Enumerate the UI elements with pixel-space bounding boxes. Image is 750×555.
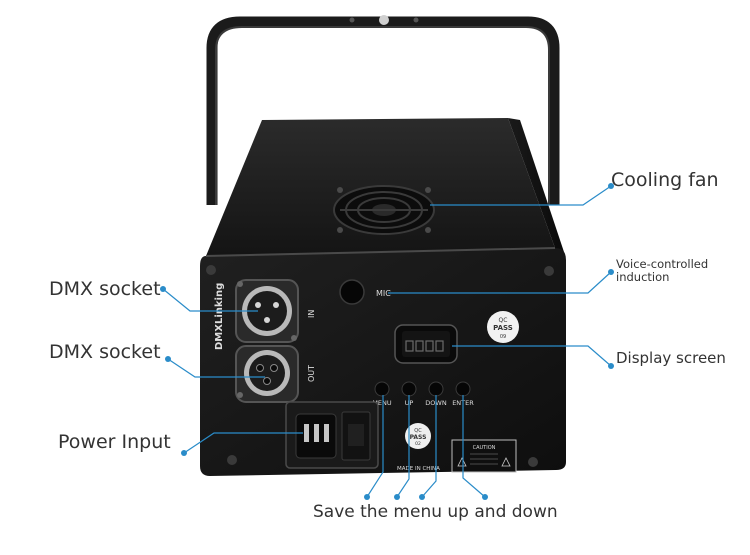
up-button: [401, 381, 417, 397]
power-input-label: Power Input: [58, 431, 171, 453]
out-label: OUT: [307, 365, 316, 382]
brand-vertical-label: DMXLinking: [214, 283, 225, 350]
voice-controlled-line2: induction: [616, 270, 670, 285]
callout-lines: [162, 185, 612, 498]
cooling-fan-label: Cooling fan: [611, 169, 719, 191]
caution-text: CAUTION: [473, 445, 496, 451]
buttons-label: Save the menu up and down: [313, 502, 558, 522]
qc-pass-sticker: QC PASS 09: [487, 311, 519, 343]
microphone: [339, 279, 365, 305]
dmx-out-socket: [235, 345, 299, 403]
display-screen: [394, 324, 458, 364]
qc2-top: QC: [414, 428, 422, 434]
dmx-out-label: DMX socket: [49, 341, 161, 363]
enter-button: [455, 381, 471, 397]
cooling-fan-grill: [333, 185, 435, 235]
voice-controlled-label: Voice-controlled induction: [616, 257, 709, 285]
power-inlet: [285, 401, 379, 469]
callout-dots: [160, 183, 614, 500]
display-screen-label: Display screen: [616, 349, 726, 367]
qc-num: 09: [500, 334, 506, 340]
in-label: IN: [307, 310, 316, 318]
menu-button: [374, 381, 390, 397]
qc2-mid: PASS: [410, 434, 427, 441]
mic-label: MIC: [376, 289, 391, 298]
qc-mid: PASS: [493, 324, 513, 332]
voice-controlled-line1: Voice-controlled: [616, 257, 709, 271]
caution-label: CAUTION: [451, 439, 517, 473]
control-buttons: [374, 381, 471, 397]
mounting-bracket: [206, 15, 560, 205]
qc-top: QC: [499, 317, 508, 324]
down-button: [428, 381, 444, 397]
dmx-in-label: DMX socket: [49, 278, 161, 300]
dmx-in-socket: [235, 279, 299, 343]
made-in-label: MADE IN CHINA: [397, 466, 440, 472]
qc-pass-sticker-2: QC PASS 02: [405, 423, 431, 449]
qc2-num: 02: [415, 441, 421, 447]
menu-label: MENU: [372, 399, 392, 407]
